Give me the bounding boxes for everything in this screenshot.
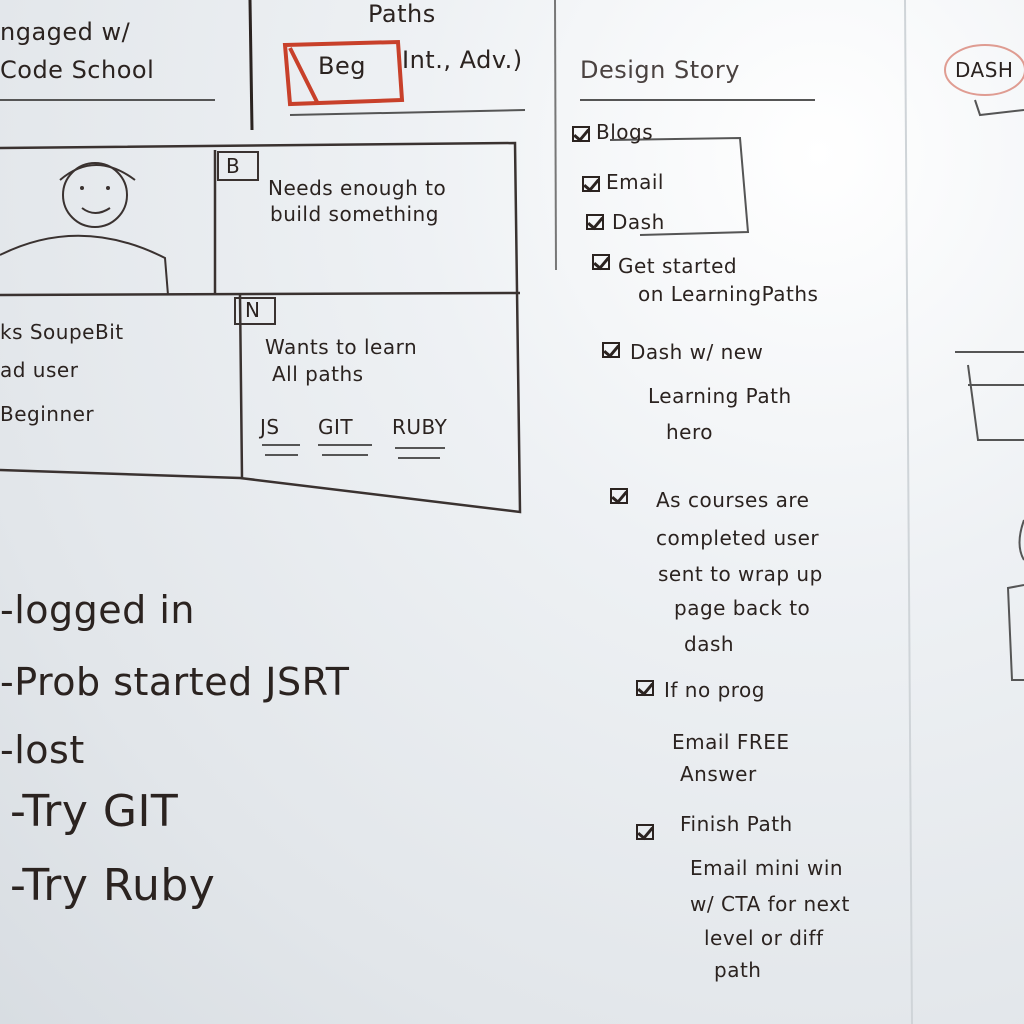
- checkbox-icon: [636, 680, 654, 696]
- persona-left-text3: Beginner: [0, 402, 95, 426]
- checkbox-icon: [602, 342, 620, 358]
- story-item-8-line3: w/ CTA for next: [690, 892, 850, 916]
- story-item-8-line5: path: [714, 958, 762, 982]
- checkbox-icon: [592, 254, 610, 270]
- story-item-8-line4: level or diff: [704, 926, 824, 950]
- story-item-5-line1: Dash w/ new: [630, 340, 764, 364]
- story-item-4-line2: on LearningPaths: [638, 282, 819, 306]
- story-item-3: Dash: [612, 210, 665, 234]
- persona-tag-ruby: RUBY: [392, 415, 448, 439]
- story-item-7-line1: If no prog: [664, 678, 765, 702]
- paths-beg: Beg: [318, 52, 366, 80]
- story-item-6-line5: dash: [684, 632, 735, 656]
- persona-tag-git: GIT: [318, 415, 354, 439]
- story-item-6-line4: page back to: [674, 596, 811, 620]
- note-prob-started: -Prob started JSRT: [0, 660, 350, 704]
- persona-left-text1: ks SoupeBit: [0, 320, 124, 344]
- persona-n-text2: All paths: [272, 362, 364, 386]
- note-try-git: -Try GIT: [10, 786, 179, 837]
- story-item-2: Email: [606, 170, 664, 194]
- story-item-5-line3: hero: [666, 420, 713, 444]
- persona-n-tag: N: [245, 298, 261, 322]
- story-item-7-line2: Email FREE: [672, 730, 790, 754]
- story-item-6-line2: completed user: [656, 526, 820, 550]
- story-item-5-line2: Learning Path: [648, 384, 792, 408]
- story-item-1: Blogs: [596, 120, 654, 144]
- checkbox-icon: [636, 824, 654, 840]
- story-item-6-line3: sent to wrap up: [658, 562, 823, 586]
- story-item-7-line3: Answer: [680, 762, 757, 786]
- checkbox-icon: [610, 488, 628, 504]
- note-try-ruby: -Try Ruby: [10, 860, 216, 911]
- right-edge-dash: DASH: [955, 58, 1014, 82]
- checkbox-icon: [572, 126, 590, 142]
- story-item-8-line1: Finish Path: [680, 812, 793, 836]
- note-logged-in: -logged in: [0, 588, 195, 632]
- story-item-8-line2: Email mini win: [690, 856, 844, 880]
- checkbox-icon: [582, 176, 600, 192]
- paths-title: Paths: [368, 0, 436, 28]
- persona-b-text2: build something: [270, 202, 439, 226]
- persona-left-text2: ad user: [0, 358, 79, 382]
- design-story-title: Design Story: [580, 56, 740, 84]
- persona-b-text1: Needs enough to: [268, 176, 447, 200]
- persona-tag-js: JS: [260, 415, 280, 439]
- top-left-line2: Code School: [0, 56, 155, 84]
- story-item-4-line1: Get started: [618, 254, 738, 278]
- note-lost: -lost: [0, 728, 85, 772]
- paths-rest: Int., Adv.): [402, 46, 523, 74]
- top-left-line1: ngaged w/: [0, 18, 131, 46]
- story-item-6-line1: As courses are: [656, 488, 810, 512]
- persona-n-text1: Wants to learn: [265, 335, 418, 359]
- checkbox-icon: [586, 214, 604, 230]
- persona-b-tag: B: [226, 154, 241, 178]
